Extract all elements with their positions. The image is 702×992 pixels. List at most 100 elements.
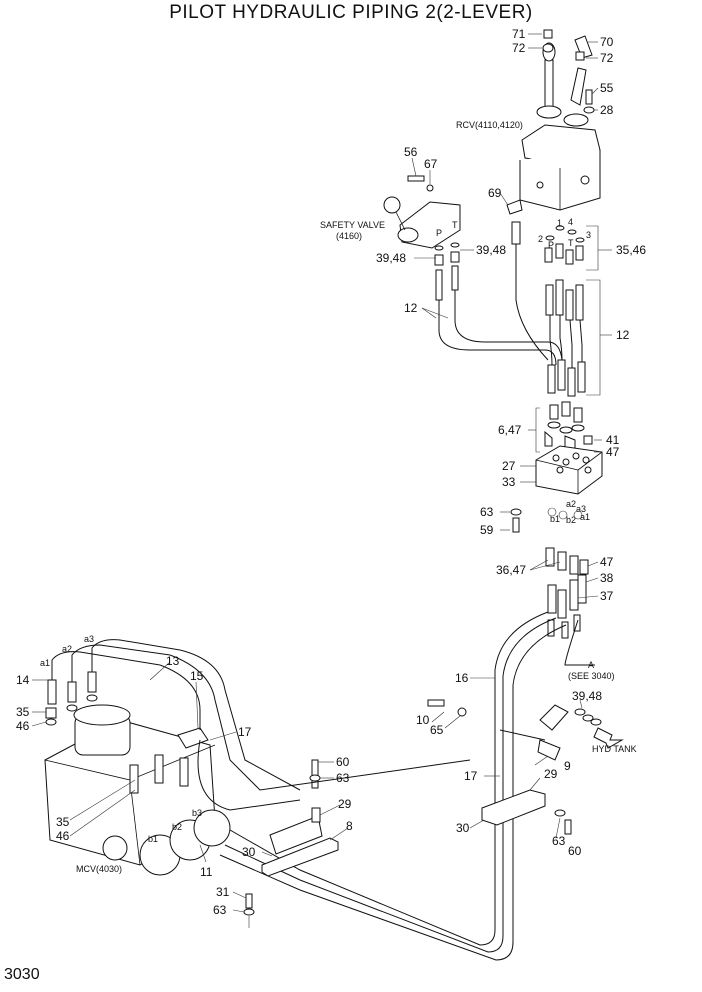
safety-valve-label: SAFETY VALVE bbox=[320, 220, 385, 230]
block-port-labels: a2 a3 a1 b1 b2 bbox=[547, 499, 590, 525]
callout-71: 71 bbox=[512, 27, 526, 41]
port-a2: a2 bbox=[566, 499, 576, 509]
callout-31: 31 bbox=[216, 885, 230, 899]
see-ref-label: (SEE 3040) bbox=[568, 671, 615, 681]
rcv-port-fittings: 1 2 3 4 P T bbox=[538, 217, 591, 265]
callout-13: 13 bbox=[166, 654, 180, 668]
bolt-59 bbox=[510, 508, 522, 533]
safety-valve: P T bbox=[383, 196, 461, 249]
bolt-31 bbox=[243, 893, 255, 928]
callout-46-lower: 46 bbox=[56, 829, 70, 843]
callout-63-bottom: 63 bbox=[213, 903, 227, 917]
callout-10: 10 bbox=[416, 713, 430, 727]
rcv-port-p: P bbox=[548, 240, 554, 250]
see-ref-letter: A bbox=[588, 660, 594, 670]
mcv-port-a2: a2 bbox=[62, 644, 72, 654]
callout-12-left: 12 bbox=[404, 301, 418, 315]
safety-valve-port-p: P bbox=[436, 228, 442, 238]
callout-63-right: 63 bbox=[552, 834, 566, 848]
callout-69: 69 bbox=[488, 186, 502, 200]
pilot-hoses-upper bbox=[438, 244, 583, 368]
rcv-small-parts bbox=[506, 29, 595, 245]
rcv-port-2: 2 bbox=[538, 234, 543, 244]
callout-9: 9 bbox=[564, 759, 571, 773]
port-a3: a3 bbox=[576, 504, 586, 514]
callout-30-right: 30 bbox=[456, 821, 470, 835]
callout-46-upper: 46 bbox=[16, 719, 30, 733]
port-a1: a1 bbox=[580, 512, 590, 522]
port-b2: b2 bbox=[566, 515, 576, 525]
callout-63-upper: 63 bbox=[480, 505, 494, 519]
callout-15: 15 bbox=[190, 669, 204, 683]
callout-65: 65 bbox=[430, 723, 444, 737]
callout-41: 41 bbox=[606, 433, 620, 447]
callout-29-left: 29 bbox=[338, 797, 352, 811]
callout-35-lower: 35 bbox=[56, 815, 70, 829]
callout-47-lower: 47 bbox=[600, 555, 614, 569]
callout-55: 55 bbox=[600, 81, 614, 95]
callout-12-right: 12 bbox=[616, 328, 630, 342]
callout-28: 28 bbox=[600, 103, 614, 117]
port-b1: b1 bbox=[550, 514, 560, 524]
rcv-label: RCV(4110,4120) bbox=[456, 120, 523, 130]
rcv-port-t: T bbox=[568, 238, 574, 248]
callout-36-47: 36,47 bbox=[496, 563, 526, 577]
callout-37: 37 bbox=[600, 589, 614, 603]
callout-29-right: 29 bbox=[544, 767, 558, 781]
callout-35-46: 35,46 bbox=[616, 243, 646, 257]
callout-17-right: 17 bbox=[464, 769, 478, 783]
callout-14: 14 bbox=[16, 673, 30, 687]
callout-38: 38 bbox=[600, 571, 614, 585]
callout-33: 33 bbox=[502, 475, 516, 489]
safety-valve-port-t: T bbox=[452, 220, 458, 230]
callout-39-48-tank: 39,48 bbox=[572, 689, 602, 703]
assembly-labels: RCV(4110,4120) SAFETY VALVE (4160) MCV(4… bbox=[40, 120, 637, 874]
block-fittings bbox=[544, 401, 593, 449]
callout-47-upper: 47 bbox=[606, 445, 620, 459]
mcv-port-b2: b2 bbox=[172, 822, 182, 832]
manifold-block bbox=[535, 445, 603, 495]
rcv-port-4: 4 bbox=[568, 217, 573, 227]
safety-valve-fittings bbox=[407, 175, 460, 301]
rcv-port-1: 1 bbox=[557, 218, 562, 228]
lower-block-fittings bbox=[545, 547, 589, 639]
hose-ends-upper bbox=[545, 279, 586, 397]
callout-67: 67 bbox=[424, 157, 438, 171]
callout-11: 11 bbox=[200, 865, 213, 879]
callout-17-left: 17 bbox=[238, 725, 252, 739]
callout-27: 27 bbox=[502, 459, 516, 473]
bracket-left bbox=[261, 759, 339, 877]
hyd-tank-label: HYD TANK bbox=[592, 744, 637, 754]
callout-70: 70 bbox=[600, 35, 614, 49]
callout-6-47: 6,47 bbox=[498, 423, 522, 437]
mcv-port-b3: b3 bbox=[192, 808, 202, 818]
mcv-port-a3: a3 bbox=[84, 634, 94, 644]
callout-8: 8 bbox=[346, 819, 353, 833]
callout-59: 59 bbox=[480, 523, 494, 537]
mcv-fittings bbox=[45, 639, 471, 811]
mcv-port-b1: b1 bbox=[148, 834, 158, 844]
rcv-port-3: 3 bbox=[586, 230, 591, 240]
mcv-port-a1: a1 bbox=[40, 658, 50, 668]
callout-16: 16 bbox=[455, 671, 469, 685]
callouts: 71 72 70 72 55 28 56 67 69 39,48 39,48 3… bbox=[16, 27, 646, 917]
callout-63-left: 63 bbox=[336, 771, 350, 785]
pilot-pipes-long bbox=[219, 611, 595, 961]
callout-35-upper: 35 bbox=[16, 705, 30, 719]
mcv-label: MCV(4030) bbox=[76, 864, 122, 874]
rcv-assembly bbox=[519, 35, 601, 211]
callout-39-48-left: 39,48 bbox=[376, 251, 406, 265]
page-number: 3030 bbox=[4, 966, 40, 983]
callout-56: 56 bbox=[404, 145, 418, 159]
callout-39-48-right: 39,48 bbox=[476, 243, 506, 257]
callout-60-left: 60 bbox=[336, 755, 350, 769]
tank-fittings bbox=[427, 699, 624, 761]
callout-30-left: 30 bbox=[242, 845, 256, 859]
safety-valve-ref: (4160) bbox=[336, 231, 362, 241]
hyd-tank-arrow-icon bbox=[593, 727, 624, 749]
page-title: PILOT HYDRAULIC PIPING 2(2-LEVER) bbox=[169, 2, 533, 23]
callout-72-left: 72 bbox=[512, 41, 526, 55]
callout-60-right: 60 bbox=[568, 844, 582, 858]
leader-lines bbox=[31, 33, 612, 913]
